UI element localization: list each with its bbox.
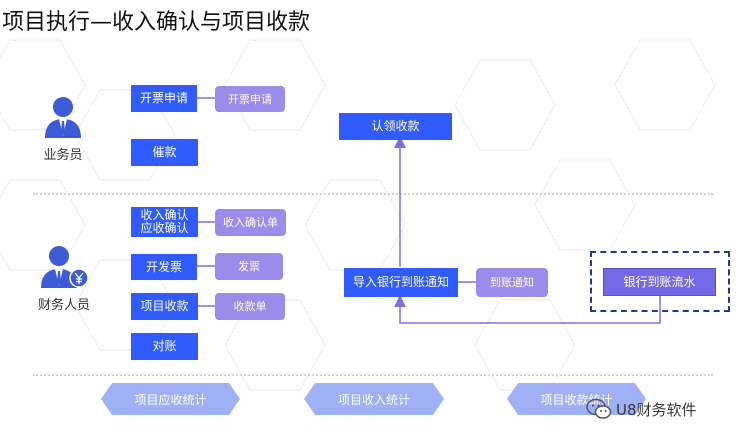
finance-person-icon bbox=[41, 246, 89, 288]
bank-flow-frame bbox=[590, 251, 730, 312]
income-confirm-line1: 收入确认 bbox=[140, 208, 189, 222]
project-receipt-box[interactable]: 项目收款 bbox=[131, 293, 198, 320]
watermark-text: U8财务软件 bbox=[616, 400, 697, 419]
sales-role-label: 业务员 bbox=[43, 148, 83, 163]
invoice-request-box[interactable]: 开票申请 bbox=[131, 85, 197, 112]
income-confirm-box[interactable]: 收入确认 应收确认 bbox=[131, 207, 198, 237]
wechat-icon bbox=[586, 398, 612, 419]
section-divider-top bbox=[33, 193, 713, 195]
arrow-from-bank-flow bbox=[394, 295, 661, 324]
reconcile-box[interactable]: 对账 bbox=[131, 333, 198, 360]
sales-role: 业务员 bbox=[38, 96, 88, 163]
receipt-stat-box[interactable]: 项目收款统计 bbox=[507, 383, 646, 415]
income-stat-box[interactable]: 项目收入统计 bbox=[304, 383, 444, 415]
collection-box[interactable]: 催款 bbox=[131, 139, 198, 166]
income-confirm-doc[interactable]: 收入确认单 bbox=[215, 209, 286, 236]
invoice-doc[interactable]: 发票 bbox=[215, 253, 283, 280]
watermark: U8财务软件 bbox=[586, 398, 697, 420]
finance-role: 财务人员 bbox=[31, 244, 97, 313]
bank-flow-box[interactable]: 银行到账流水 bbox=[603, 268, 716, 296]
finance-role-label: 财务人员 bbox=[37, 298, 90, 313]
bank-notice-doc[interactable]: 到账通知 bbox=[476, 268, 548, 297]
issue-invoice-box[interactable]: 开发票 bbox=[131, 254, 197, 280]
page-title: 项目执行—收入确认与项目收款 bbox=[2, 10, 311, 35]
invoice-request-doc[interactable]: 开票申请 bbox=[215, 86, 285, 112]
income-confirm-line2: 应收确认 bbox=[140, 221, 189, 235]
import-bank-notice-box[interactable]: 导入银行到账通知 bbox=[344, 268, 458, 297]
receipt-doc[interactable]: 收款单 bbox=[215, 293, 285, 320]
ar-stat-box[interactable]: 项目应收统计 bbox=[101, 383, 240, 415]
claim-receipt-box[interactable]: 认领收款 bbox=[339, 113, 452, 140]
section-divider-bottom bbox=[33, 374, 713, 376]
salesperson-icon bbox=[45, 97, 81, 138]
